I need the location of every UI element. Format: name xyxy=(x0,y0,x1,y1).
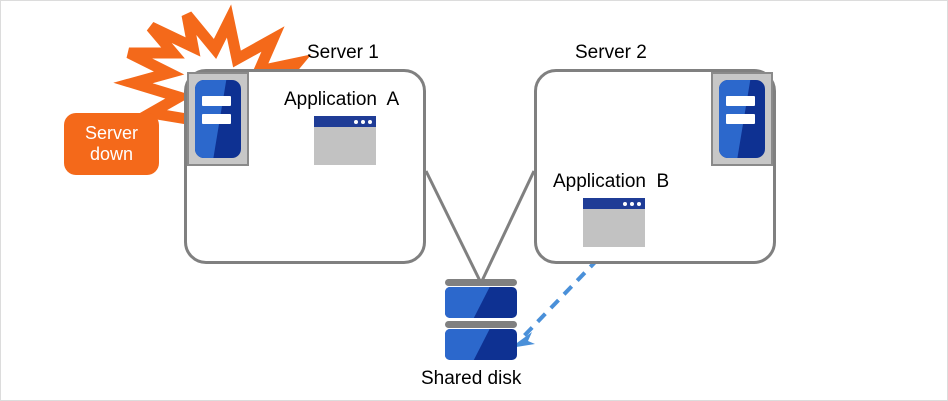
server-down-line1: Server xyxy=(84,123,138,143)
disk-separator xyxy=(445,321,517,328)
application-b-label: Application B xyxy=(553,171,670,192)
server1-machine-icon xyxy=(187,72,249,166)
app-window-titlebar xyxy=(314,116,376,127)
connector-server2-disk xyxy=(479,170,536,284)
app-window-dot xyxy=(361,119,365,124)
shared-disk-icon[interactable] xyxy=(445,279,517,363)
server1-title: Server 1 xyxy=(307,42,379,63)
app-window-dot xyxy=(630,201,634,206)
server2-title: Server 2 xyxy=(575,42,647,63)
server2-machine-icon xyxy=(711,72,773,166)
server-icon-body xyxy=(719,80,765,158)
server-icon-body xyxy=(195,80,241,158)
application-a-label: Application A xyxy=(284,89,400,110)
server-down-line2: down xyxy=(89,144,134,164)
connector-server1-disk xyxy=(424,170,483,284)
disk-block xyxy=(445,287,517,318)
application-a-window-icon xyxy=(314,116,376,165)
application-b-window-icon xyxy=(583,198,645,247)
app-window-dot xyxy=(354,119,358,124)
shared-disk-label: Shared disk xyxy=(421,368,522,389)
app-window-dot xyxy=(637,201,641,206)
app-window-titlebar xyxy=(583,198,645,209)
server-icon-bar-bottom xyxy=(202,114,231,125)
server-icon-bar-top xyxy=(202,95,231,106)
server-icon-bar-bottom xyxy=(726,114,755,125)
disk-separator xyxy=(445,279,517,286)
dashed-arrow-app-b-to-disk xyxy=(510,257,600,348)
app-window-dot xyxy=(368,119,372,124)
server-icon-bar-top xyxy=(726,95,755,106)
server-down-badge[interactable]: Server down xyxy=(64,113,159,175)
disk-block xyxy=(445,329,517,360)
app-window-dot xyxy=(623,201,627,206)
